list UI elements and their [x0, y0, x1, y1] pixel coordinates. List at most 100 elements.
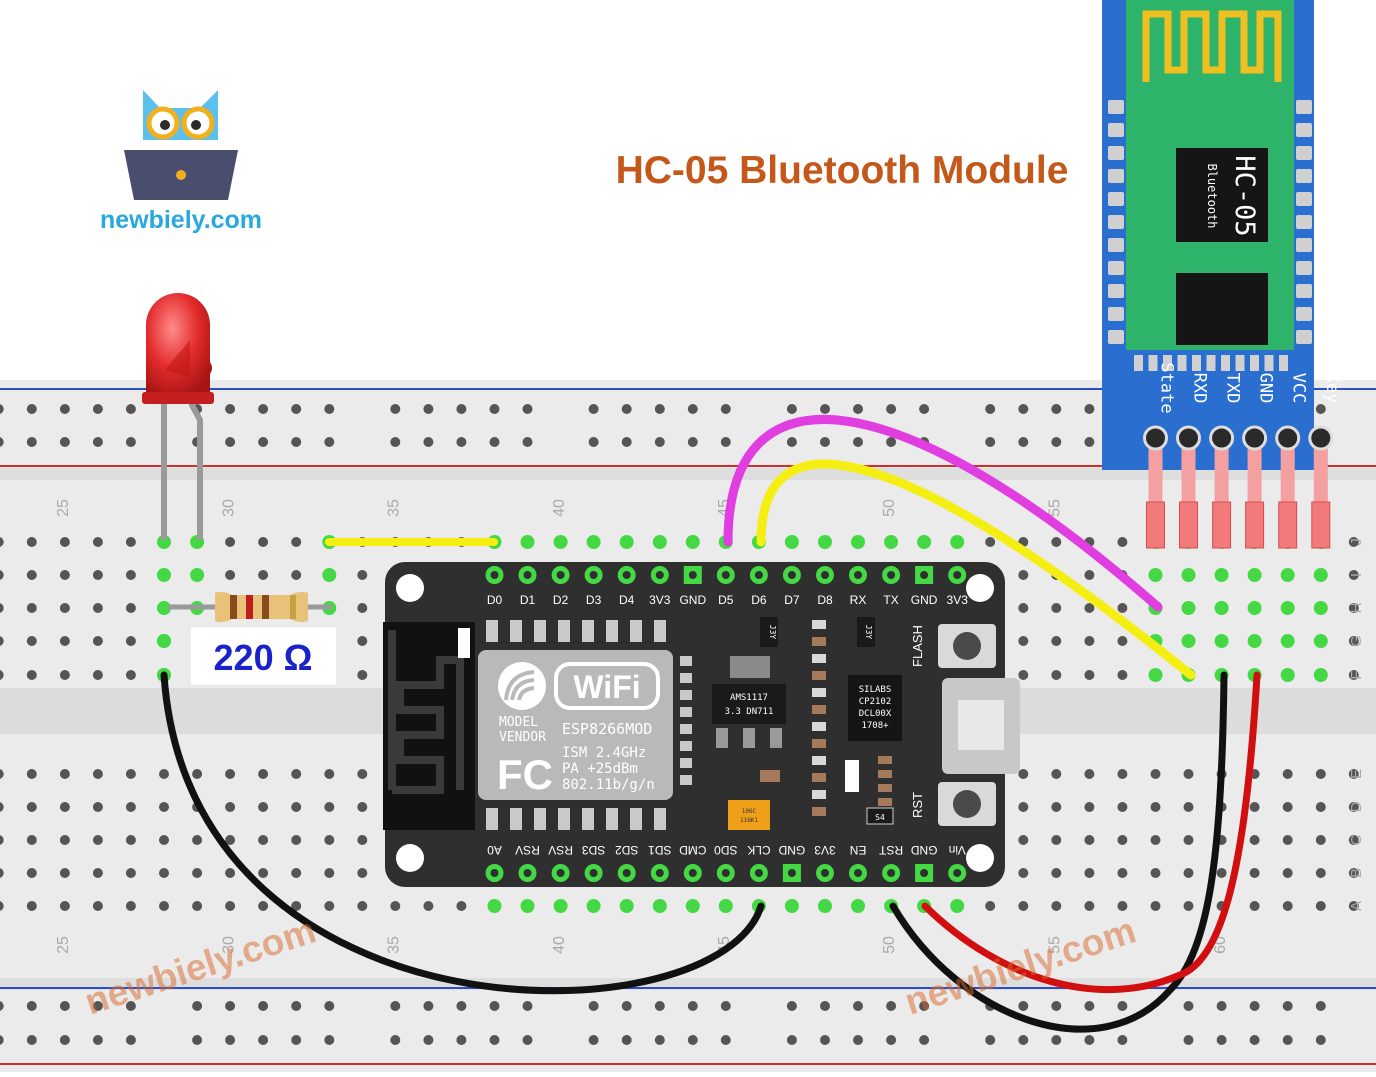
breadboard-hole [357, 835, 368, 845]
breadboard-hole [1051, 802, 1062, 812]
column-number: 35 [386, 499, 403, 517]
smd-part-3-label: S4 [875, 813, 885, 822]
chip-text-3: DCL00X [859, 709, 892, 719]
esp-pad [680, 690, 692, 700]
nodemcu-pin-hole [688, 571, 697, 579]
breadboard-hole [1183, 835, 1194, 845]
hc05-pin-label: Key [1322, 373, 1342, 404]
rail-hole [687, 404, 698, 414]
hc05-side-pad [1108, 146, 1124, 160]
rail-hole [1249, 1001, 1260, 1011]
nodemcu-pin-hole [887, 869, 896, 877]
rail-hole [125, 1001, 136, 1011]
rail-hole [1315, 1001, 1326, 1011]
connected-hole [1247, 601, 1262, 615]
hc05-side-pad [1296, 330, 1312, 344]
breadboard-hole [1084, 901, 1095, 911]
column-number: 40 [551, 499, 568, 517]
breadboard-hole [1150, 835, 1161, 845]
nodemcu-pin-hole [622, 869, 631, 877]
nodemcu-pin-hole [655, 869, 664, 877]
laptop-dot [176, 170, 186, 180]
chip-text-1: SILABS [859, 685, 892, 695]
nodemcu-pin-hole [688, 869, 697, 877]
module-vendor-text: VENDOR [499, 730, 546, 745]
nodemcu-bottom-pin-label: Vin [949, 843, 966, 857]
hc05-side-pad [1296, 238, 1312, 252]
breadboard-hole [92, 901, 103, 911]
column-number: 25 [55, 499, 72, 517]
rail-hole [125, 437, 136, 447]
smd-resistor [812, 773, 826, 782]
newbiely-logo: newbiely.com [100, 90, 262, 234]
nodemcu-bottom-pin-label: 3V3 [814, 843, 836, 857]
hc05-chip-2 [1176, 273, 1268, 345]
nodemcu-top-pin-label: TX [883, 593, 898, 607]
hc05-header-pin [1148, 448, 1163, 504]
rail-hole [853, 404, 863, 414]
breadboard-hole [59, 537, 70, 547]
breadboard-hole [92, 603, 103, 613]
led [142, 293, 214, 540]
nodemcu-bottom-pin-label: RST [878, 843, 903, 857]
rail-hole [687, 437, 698, 447]
breadboard-hole [192, 868, 203, 878]
breadboard-hole [291, 570, 302, 580]
rail-hole [1018, 1035, 1029, 1045]
hc05-side-pad [1296, 146, 1312, 160]
rail-hole [225, 1035, 236, 1045]
breadboard-hole [225, 835, 236, 845]
micro-usb-inner [958, 700, 1004, 750]
rail-hole [26, 404, 37, 414]
site-name: newbiely.com [100, 206, 262, 234]
breadboard-hole [1348, 570, 1359, 580]
breadboard-hole [159, 835, 169, 845]
breadboard-rail-divider-top [0, 468, 1376, 480]
rail-hole [522, 404, 533, 414]
esp-pad [654, 620, 666, 642]
hc05-side-pad [1108, 100, 1124, 114]
connected-hole [586, 535, 601, 549]
flash-button-cap [953, 632, 981, 660]
connected-hole [619, 535, 634, 549]
smd-part-1 [760, 617, 778, 647]
nodemcu-pin-hole [787, 571, 796, 579]
hc05-side-pad [1108, 330, 1124, 344]
rail-hole [92, 437, 103, 447]
breadboard-hole [125, 603, 136, 613]
nodemcu-top-pin-label: D7 [784, 593, 800, 607]
breadboard-hole [159, 868, 169, 878]
led-rim [142, 392, 214, 404]
breadboard-hole [1084, 670, 1095, 680]
rst-button-cap [953, 790, 981, 818]
smd-resistor [812, 722, 826, 731]
nodemcu-pin-hole [721, 571, 730, 579]
breadboard-hole [1051, 769, 1062, 779]
rail-hole [489, 437, 500, 447]
hc05-pin-label: GND [1256, 373, 1276, 404]
breadboard-hole [258, 802, 269, 812]
rail-hole [92, 1001, 103, 1011]
breadboard-hole [1282, 901, 1293, 911]
esp-pad [582, 808, 594, 830]
hc05-side-pad [1108, 215, 1124, 229]
nodemcu-top-pin-label: D0 [487, 593, 503, 607]
esp-module-pads [486, 620, 692, 830]
breadboard-hole [159, 769, 169, 779]
rail-hole [390, 437, 401, 447]
breadboard-hole [258, 901, 269, 911]
nodemcu-top-pin-label: D1 [520, 593, 536, 607]
breadboard-hole [1183, 769, 1194, 779]
rail-hole [26, 1035, 37, 1045]
rail-hole [786, 1001, 797, 1011]
breadboard-hole [1249, 835, 1260, 845]
hc05-side-pad [1108, 238, 1124, 252]
hc05-header-pin-tip [1278, 501, 1298, 549]
hc05-side-pad [1296, 192, 1312, 206]
connected-hole [652, 899, 667, 913]
column-number: 55 [1047, 936, 1064, 954]
breadboard-hole [92, 570, 103, 580]
hc05-bottom-pad [1235, 355, 1245, 371]
rail-hole [258, 1035, 269, 1045]
hc05-bottom-pad [1192, 355, 1201, 371]
